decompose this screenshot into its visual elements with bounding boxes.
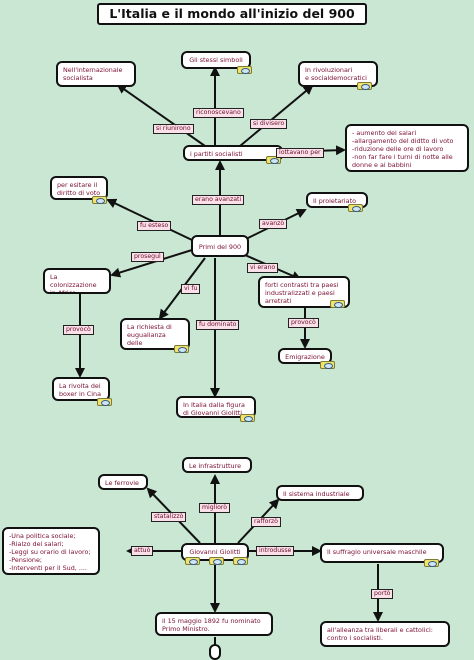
node-richiesta[interactable]: La richiesta di eugualianza delle donne (120, 318, 190, 350)
attachment-icon[interactable] (92, 196, 107, 204)
map-title: L'Italia e il mondo all'inizio del 900 (97, 3, 367, 25)
attachment-icon[interactable] (424, 559, 439, 567)
link-rafforzo: rafforzò (251, 517, 281, 527)
link-provoco-right: provocò (288, 318, 319, 328)
node-suffragio[interactable]: Il suffragio universale maschile (320, 543, 444, 563)
node-primi-900[interactable]: Primi del 900 (191, 235, 249, 257)
link-vi-fu: vi fu (181, 284, 201, 294)
node-ferrovie[interactable]: Le ferrovie (98, 474, 148, 490)
node-partiti[interactable]: i partiti socialisti (183, 145, 283, 161)
link-erano-avanzati: erano avanzati (192, 195, 245, 205)
link-miglioro: migliorò (199, 503, 231, 513)
link-si-riunirono: si riunirono (153, 124, 194, 134)
node-boxer[interactable]: La rivolta dei boxer in Cina (52, 377, 110, 401)
node-internazionale[interactable]: Nell'internazionale socialista (56, 61, 136, 87)
link-introdusse: introdusse (256, 546, 295, 556)
attachment-icon[interactable] (320, 361, 335, 369)
node-colonizzazione[interactable]: La colonizzazione in Africa (43, 268, 111, 294)
link-prosegui: proseguì (131, 252, 164, 262)
attachment-icon[interactable] (348, 204, 363, 212)
node-italia-giolitti[interactable]: In Italia dalla figura di Giovanni Gioli… (176, 396, 256, 418)
attachment-icon[interactable] (185, 557, 200, 565)
link-attuo: attuò (131, 546, 154, 556)
link-provoco-left: provocò (63, 325, 94, 335)
node-industriale[interactable]: Il sistema industriale (276, 485, 364, 501)
node-alleanza[interactable]: all'alleanza tra liberali e cattolici: c… (320, 621, 450, 647)
node-maggio[interactable]: il 15 maggio 1892 fu nominato Primo Mini… (155, 612, 273, 636)
link-statalizzo: statalizzò (151, 512, 187, 522)
link-fu-esteso: fu esteso (137, 221, 172, 231)
link-lottavano-per: lottavano per (276, 148, 324, 158)
attachment-icon[interactable] (357, 82, 372, 90)
attachment-icon[interactable] (237, 66, 252, 74)
attachment-icon[interactable] (209, 557, 224, 565)
node-infrastrutture[interactable]: Le infrastrutture (182, 457, 252, 473)
link-porto: portò (371, 589, 394, 599)
attachment-icon[interactable] (330, 300, 345, 308)
node-politica[interactable]: -Una politica sociale; -Rialzo dei salar… (2, 527, 100, 575)
node-stessi-simboli[interactable]: Gli stessi simboli (181, 51, 251, 69)
attachment-icon[interactable] (240, 414, 255, 422)
link-vi-erano: vi erano (247, 263, 279, 273)
link-fu-dominato: fu dominato (196, 320, 240, 330)
link-avanzo: avanzò (259, 219, 288, 229)
node-evitare[interactable]: per esitare il diritto di voto (50, 176, 108, 200)
node-lottavano[interactable]: - aumento dei salari -allargamento del d… (345, 124, 469, 172)
node-contrasti[interactable]: forti contrasti tra paesi industralizzat… (258, 276, 350, 308)
node-emigrazione[interactable]: Emigrazione (278, 348, 332, 364)
node-rivoluzionari[interactable]: In rivoluzionari e socialdemocratici (298, 61, 378, 87)
link-si-divisero: si divisero (250, 119, 288, 129)
bottom-capsule-shape (209, 644, 221, 660)
attachment-icon[interactable] (174, 345, 189, 353)
attachment-icon[interactable] (266, 156, 281, 164)
attachment-icon[interactable] (233, 557, 248, 565)
attachment-icon[interactable] (97, 398, 112, 406)
link-riconoscevano: riconoscevano (193, 108, 244, 118)
